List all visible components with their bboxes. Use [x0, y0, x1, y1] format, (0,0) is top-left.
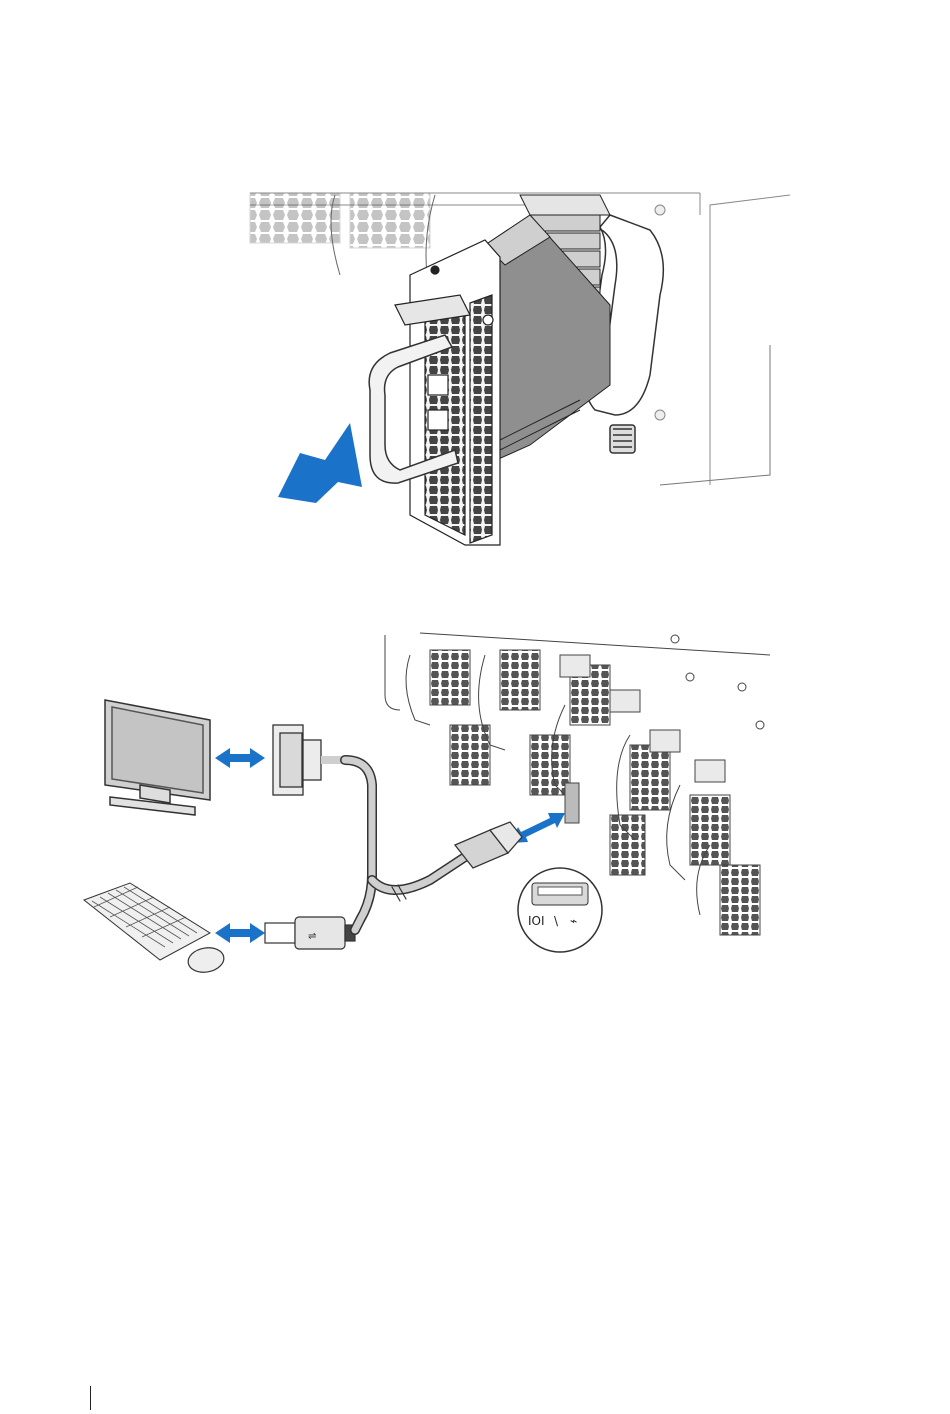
usb-port-callout: IOI \ ⌁	[518, 868, 602, 952]
keyboard-icon	[84, 883, 210, 960]
dongle-cable	[345, 760, 465, 930]
port-label-ioi: IOI	[528, 914, 545, 928]
mouse-icon	[186, 945, 226, 975]
sled-insertion-illustration	[230, 185, 790, 560]
vga-usb-connection-figure: ⇌ IOI \ ⌁	[70, 625, 790, 995]
sled-front-panel	[395, 240, 500, 545]
sled-insertion-figure	[230, 185, 790, 560]
usb-plug: ⇌	[265, 917, 355, 949]
vga-usb-connection-illustration: ⇌ IOI \ ⌁	[70, 625, 790, 995]
usb-symbol-icon: ⌁	[570, 914, 577, 928]
usb-port-slot	[565, 783, 579, 823]
page-footer-rule	[90, 1386, 91, 1410]
usb-icon: ⇌	[308, 931, 316, 942]
vga-port-icon	[273, 725, 345, 795]
push-arrow-icon	[278, 423, 362, 503]
monitor-icon	[105, 700, 210, 815]
